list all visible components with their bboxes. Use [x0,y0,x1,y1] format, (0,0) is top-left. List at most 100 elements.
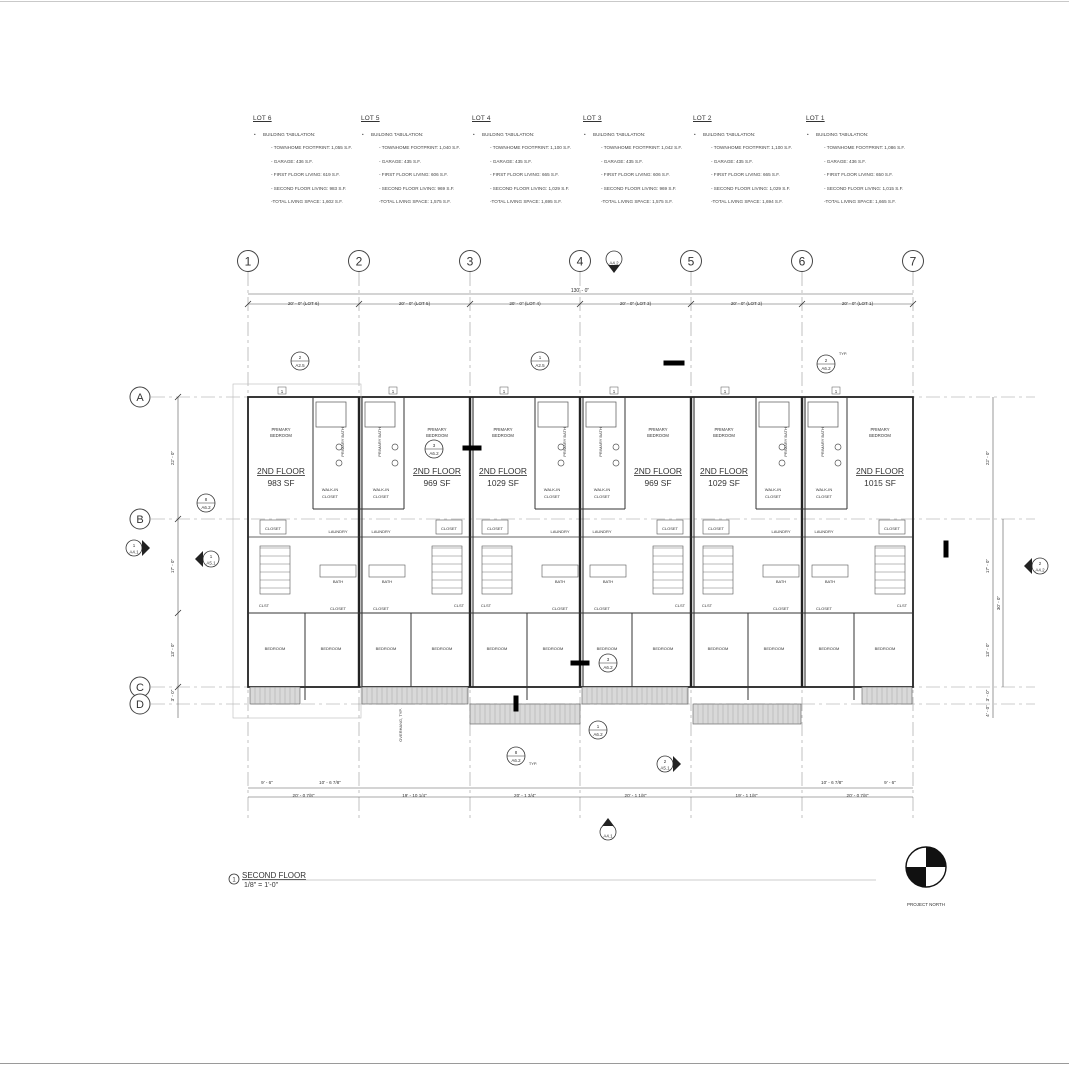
grid-bubble-4 [569,250,591,272]
grid-label-C: C [136,682,144,694]
lot-tabulation-3: LOT 4BUILDING TABULATION:- TOWNHOME FOOT… [472,114,580,208]
title-name: SECOND FLOOR [242,871,306,880]
tabulation-line: - GARAGE: 435 S.F. [379,158,421,164]
room-label-laundry: LAUNDRY [771,529,790,534]
unit-floor-label: 2ND FLOOR [856,466,904,476]
window-tag-text: 1 [503,389,506,394]
room-label-primary-bedroom: PRIMARY [714,427,733,432]
sink [557,443,565,451]
title-scale: 1/8" = 1'-0" [244,882,279,889]
room-label-walkin: WALK-IN [816,487,833,492]
elevation-a42-top-arrow [608,265,620,273]
elevation-a41-bottom-arrow [602,818,614,826]
window-tag-text: 1 [613,389,616,394]
lot-tabulation-1: LOT 6 BUILDING TABULATION:- TOWNHOME FOOT… [253,114,361,208]
unit-area-label: 1029 SF [487,478,519,488]
section-a51-b-arrow [673,756,681,772]
bathtub [585,401,617,428]
dimension-tick [576,300,584,308]
closet [656,519,684,535]
detail-callout-a25-ref: A2.5 [535,363,545,368]
room-label-closet: CLOSET [552,606,569,611]
sink [557,459,565,467]
tabulation-line: - SECOND FLOOR LIVING: 983 S.F. [271,185,347,191]
tabulation-line: - FIRST FLOOR LIVING: 619 S.F. [271,172,340,178]
elevation-a41-bottom-ref: A4.1 [603,834,613,839]
room-label-bath: BATH [555,579,565,584]
sink [335,443,343,451]
room-label-closet: CLOSET [373,606,390,611]
unit-area-label: 969 SF [423,478,450,488]
room-label-walkin: CLOSET [544,494,561,499]
left-dimension-text: 22' - 0" [170,451,175,466]
sink [612,459,620,467]
tabulation-line: -TOTAL LIVING SPACE: 1,665 S.F. [824,199,896,205]
room-label-closet: CLOSET [594,606,611,611]
room-label-bedroom: BEDROOM [432,646,453,651]
lot-width-dimension: 20' - 0" (LOT 5) [399,301,431,306]
tabulation-heading: BUILDING TABULATION: [263,128,361,141]
bottom-dimension-text: 9' - 6" [261,780,273,785]
room-label-primary-bedroom: BEDROOM [270,433,292,438]
grid-label-5: 5 [688,255,695,269]
room-label-primary-bath: PRIMARY BATH [377,427,382,457]
stair [702,545,734,595]
room-label-walkin: CLOSET [322,494,339,499]
window-tag [609,386,619,395]
grid-bubble-2 [348,250,370,272]
room-label-primary-bedroom: PRIMARY [427,427,446,432]
grid-bubble-D [129,693,151,715]
lot-title: LOT 4 [472,115,491,122]
bath-fixture [368,564,406,578]
lot-width-dimension: 20' - 0" (LOT 3) [620,301,652,306]
grid-label-6: 6 [799,255,806,269]
room-label-bedroom: BEDROOM [321,646,342,651]
room-label-closet: CLOSET [816,606,833,611]
bath-fixture [811,564,849,578]
overhang-note: OVERHANG, TYP. [398,708,403,741]
tabulation-line: - GARAGE: 435 S.F. [490,158,532,164]
unit-area-label: 983 SF [267,478,294,488]
paver-strip [469,703,581,725]
room-label-bath: BATH [603,579,613,584]
grid-label-B: B [136,514,143,526]
section-a51-number: 1 [210,554,213,559]
tabulation-list: BUILDING TABULATION:- TOWNHOME FOOTPRINT… [253,128,361,208]
room-label-bedroom: BEDROOM [265,646,286,651]
detail-callout-a62-number: 3 [607,657,610,662]
room-label-clst: CLST [481,603,492,608]
room-label-closet: CLOSET [773,606,790,611]
detail-callout-a62-ref: A6.2 [821,366,831,371]
dimension-tick [174,609,182,617]
tabulation-line: -TOTAL LIVING SPACE: 1,602 S.F. [271,199,343,205]
tabulation-list: BUILDING TABULATION:- TOWNHOME FOOTPRINT… [806,128,914,208]
lot-tabulation-2: LOT 5BUILDING TABULATION:- TOWNHOME FOOT… [361,114,469,208]
room-label-closet: CLOSET [884,526,901,531]
unit-floor-label: 2ND FLOOR [479,466,527,476]
tabulation-list: BUILDING TABULATION:- TOWNHOME FOOTPRINT… [693,128,801,208]
dimension-tick [687,300,695,308]
bathtub [537,401,569,428]
elevation-a42-top-ref: A4.2 [609,261,619,266]
tabulation-line: - TOWNHOME FOOTPRINT: 1,100 S.F. [490,145,571,151]
room-label-walkin: WALK-IN [594,487,611,492]
section-a51-ref: A5.1 [206,561,216,566]
detail-callout-a62-ref: A6.2 [511,758,521,763]
room-label-bedroom: BEDROOM [819,646,840,651]
room-label-primary-bedroom: BEDROOM [713,433,735,438]
bottom-dimension-text: 20' - 0 7/8" [847,793,869,798]
paver-strip [861,686,913,705]
north-arrow-quadrant [906,867,926,887]
lot-width-dimension: 20' - 0" (LOT 4) [509,301,541,306]
sink [391,459,399,467]
window-tag [388,386,398,395]
unit-floor-label: 2ND FLOOR [634,466,682,476]
room-label-walkin: CLOSET [765,494,782,499]
lot-width-dimension: 20' - 0" (LOT 2) [731,301,763,306]
grid-bubble-1 [237,250,259,272]
room-label-primary-bath: PRIMARY BATH [783,427,788,457]
left-dimension-text: 13' - 0" [170,643,175,658]
tabulation-line: - SECOND FLOOR LIVING: 1,029 S.F. [711,185,791,191]
lot-title: LOT 6 [253,115,272,122]
dimension-tick [798,300,806,308]
